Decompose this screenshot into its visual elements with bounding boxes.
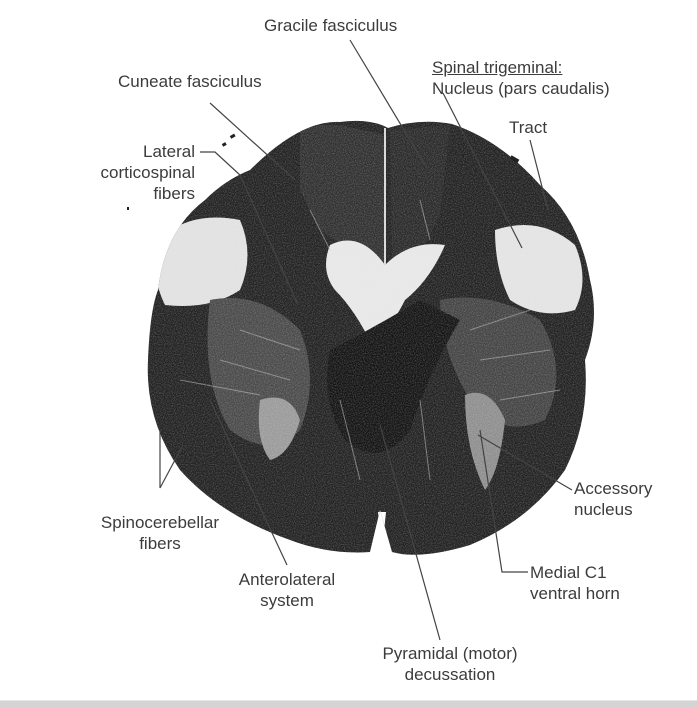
cord-body	[147, 120, 594, 555]
label-accessory-nucleus: Accessory nucleus	[574, 478, 652, 520]
label-lateral-corticospinal-line2: corticospinal	[100, 163, 196, 182]
label-spinocerebellar-line2: fibers	[139, 534, 181, 553]
label-medial-c1-line2: ventral horn	[530, 584, 620, 603]
label-pyramidal-line1: Pyramidal (motor)	[382, 644, 518, 663]
label-anterolateral-line1: Anterolateral	[238, 570, 336, 589]
debris-marks	[127, 133, 520, 210]
label-tract: Tract	[509, 118, 548, 137]
label-spinocerebellar-fibers: Spinocerebellar fibers	[80, 512, 240, 554]
label-accessory-line1: Accessory	[574, 479, 653, 498]
bottom-scroll-bar	[0, 700, 697, 708]
label-spinocerebellar-line1: Spinocerebellar	[100, 513, 220, 532]
label-spinal-trigeminal-nucleus: Nucleus (pars caudalis)	[432, 79, 610, 98]
leader-lines	[159, 39, 573, 641]
label-anterolateral-line2: system	[260, 591, 314, 610]
label-gracile-fasciculus: Gracile fasciculus	[264, 16, 398, 35]
label-lateral-corticospinal: Lateral corticospinal fibers	[60, 141, 196, 204]
label-spinal-trigeminal-heading: Spinal trigeminal:	[432, 58, 563, 77]
label-medial-c1-line1: Medial C1	[530, 563, 607, 582]
label-cuneate-fasciculus: Cuneate fasciculus	[118, 72, 262, 91]
label-pyramidal-decussation: Pyramidal (motor) decussation	[355, 643, 545, 685]
label-accessory-line2: nucleus	[574, 500, 633, 519]
label-anterolateral-system: Anterolateral system	[222, 569, 352, 611]
label-pyramidal-line2: decussation	[404, 665, 496, 684]
label-lateral-corticospinal-line1: Lateral	[143, 142, 195, 161]
label-medial-c1-ventral-horn: Medial C1 ventral horn	[530, 562, 620, 604]
label-lateral-corticospinal-line3: fibers	[153, 184, 195, 203]
